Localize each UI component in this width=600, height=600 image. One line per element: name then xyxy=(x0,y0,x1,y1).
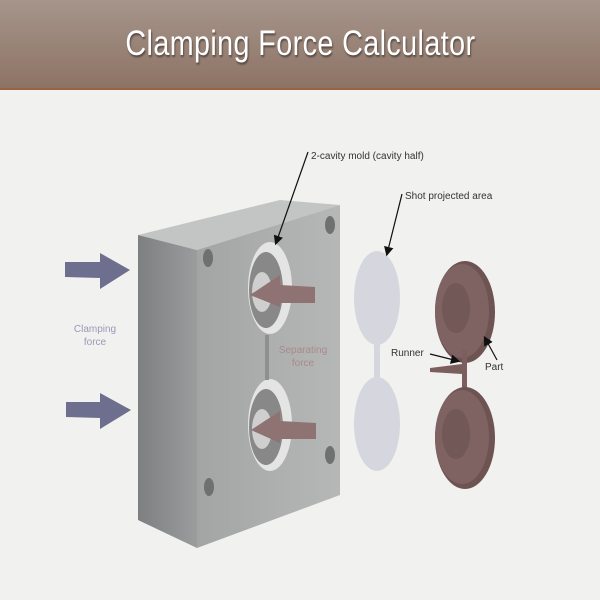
page-title: Clamping Force Calculator xyxy=(124,24,475,63)
shot-area-label: Shot projected area xyxy=(405,191,493,202)
separating-force-label-line2: force xyxy=(292,358,315,369)
clamping-arrow-upper xyxy=(65,253,130,289)
clamping-arrow-lower xyxy=(66,393,131,429)
runner-label: Runner xyxy=(391,348,424,359)
clamping-force-arrows xyxy=(65,253,131,429)
mold-cavity-half xyxy=(138,200,340,548)
mold-bolt-holes xyxy=(203,216,335,496)
title-banner: Clamping Force Calculator xyxy=(0,0,600,90)
callout-arrows xyxy=(273,151,498,364)
clamping-force-label-line1: Clamping xyxy=(74,324,116,335)
part-label: Part xyxy=(485,362,504,373)
molded-parts xyxy=(430,261,495,489)
shot-projected-area xyxy=(354,251,400,471)
separating-force-arrows xyxy=(250,275,316,443)
clamping-force-label-line2: force xyxy=(84,337,107,348)
runner xyxy=(462,350,467,400)
clamping-force-diagram: 2-cavity mold (cavity half) Shot project… xyxy=(65,151,504,548)
separating-arrow-upper xyxy=(250,275,315,307)
separating-arrow-lower xyxy=(251,411,316,443)
mold-label: 2-cavity mold (cavity half) xyxy=(311,151,424,162)
separating-force-label-line1: Separating xyxy=(279,345,327,356)
